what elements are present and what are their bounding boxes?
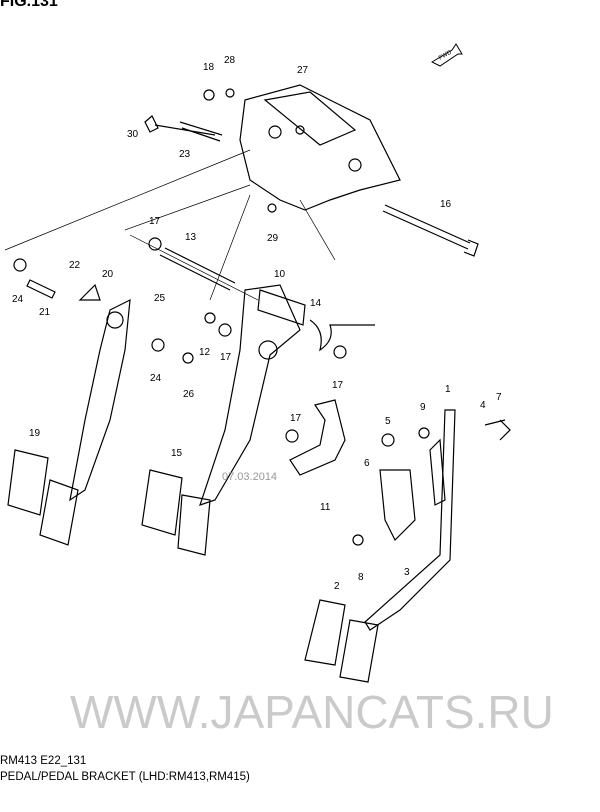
callout-number: 13 bbox=[185, 232, 197, 243]
callout-number: 29 bbox=[267, 233, 279, 244]
callout-number: 23 bbox=[179, 149, 191, 160]
callout-number: 20 bbox=[102, 269, 114, 280]
callout-number: 24 bbox=[150, 373, 162, 384]
callout-number: 22 bbox=[69, 260, 81, 271]
callout-number: 19 bbox=[29, 428, 41, 439]
callout-number: 3 bbox=[404, 567, 410, 578]
callout-number: 9 bbox=[420, 402, 426, 413]
callout-number: 5 bbox=[385, 416, 391, 427]
callout-labels: 28 18 27 30 23 16 17 13 29 24 22 20 21 2… bbox=[12, 55, 502, 592]
switch-bracket bbox=[285, 399, 511, 546]
callout-number: 2 bbox=[334, 581, 340, 592]
callout-number: 25 bbox=[154, 293, 166, 304]
callout-number: 28 bbox=[224, 55, 236, 66]
callout-number: 18 bbox=[203, 62, 215, 73]
callout-number: 14 bbox=[310, 298, 322, 309]
accelerator-pedal bbox=[304, 409, 456, 683]
date-stamp: 07.03.2014 bbox=[222, 471, 277, 483]
callout-number: 17 bbox=[332, 380, 344, 391]
callout-number: 17 bbox=[149, 216, 161, 227]
callout-number: 12 bbox=[199, 347, 211, 358]
callout-number: 21 bbox=[39, 307, 51, 318]
callout-number: 7 bbox=[496, 392, 502, 403]
callout-number: 15 bbox=[171, 448, 183, 459]
callout-number: 17 bbox=[290, 413, 302, 424]
callout-number: 1 bbox=[445, 384, 451, 395]
watermark: WWW.JAPANCATS.RU bbox=[70, 686, 554, 738]
callout-number: 11 bbox=[320, 502, 331, 513]
callout-number: 4 bbox=[480, 400, 486, 411]
callout-number: 10 bbox=[274, 269, 286, 280]
leader-lines bbox=[4, 149, 336, 301]
callout-number: 26 bbox=[183, 389, 195, 400]
callout-number: 30 bbox=[127, 129, 139, 140]
callout-number: 17 bbox=[220, 352, 232, 363]
figure-caption: PEDAL/PEDAL BRACKET (LHD:RM413,RM415) bbox=[0, 771, 250, 783]
bolts bbox=[13, 88, 479, 299]
callout-number: 24 bbox=[12, 294, 24, 305]
fwd-arrow-icon: FWD bbox=[430, 43, 463, 67]
callout-number: 8 bbox=[358, 572, 364, 583]
callout-number: 6 bbox=[364, 458, 370, 469]
figure-title: FIG.131 bbox=[0, 0, 58, 10]
clutch-pedal bbox=[7, 283, 194, 546]
callout-number: 16 bbox=[440, 199, 452, 210]
callout-number: 27 bbox=[297, 65, 309, 76]
figure-code: RM413 E22_131 bbox=[0, 755, 87, 767]
pedal-bracket bbox=[239, 84, 401, 211]
brake-pedal bbox=[141, 284, 375, 556]
